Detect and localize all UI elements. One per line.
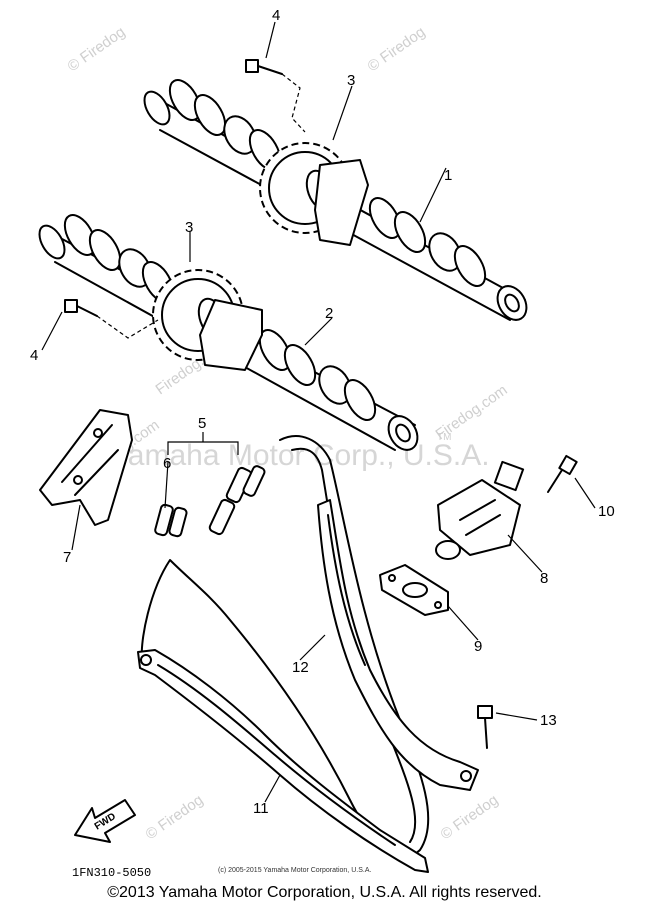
chain-guide-long	[137, 649, 429, 873]
callout-numbers: 1 2 3 3 4 4 5 6 7 8 9 10 11 12 13	[30, 7, 615, 817]
callout-3-upper: 3	[347, 72, 355, 89]
watermark-firedog-bottomright: © Firedog	[438, 791, 502, 843]
watermark-firedog-topright: © Firedog	[365, 23, 429, 75]
chain-link-6	[154, 503, 188, 538]
callout-1: 1	[444, 167, 452, 184]
callout-11: 11	[253, 800, 269, 817]
tensioner-bolt	[547, 454, 578, 493]
watermark-tm: TM	[437, 432, 451, 443]
inner-copyright: (c) 2005-2015 Yamaha Motor Corporation, …	[218, 867, 372, 874]
fwd-arrow: FWD	[74, 799, 136, 843]
cam-chain	[140, 435, 430, 857]
callout-7: 7	[63, 549, 71, 566]
chain-guide-rear	[317, 499, 479, 791]
callout-4-lower: 4	[30, 347, 38, 364]
tensioner-gasket	[379, 564, 449, 616]
callout-2: 2	[325, 305, 333, 322]
camshaft-upper	[143, 79, 528, 321]
callout-9: 9	[474, 638, 482, 655]
callout-8: 8	[540, 570, 548, 587]
guide-bolt	[477, 705, 493, 749]
watermark-firedog-bottomleft: © Firedog	[143, 791, 207, 843]
callout-6: 6	[163, 455, 171, 472]
diagram-code: 1FN310-5050	[72, 866, 152, 880]
bracket-5	[167, 432, 239, 455]
cam-sprocket-upper	[259, 142, 369, 246]
watermark-yamaha: Yamaha Motor Corp., U.S.A.	[110, 439, 490, 472]
callout-3-lower: 3	[185, 219, 193, 236]
chain-guide-top	[39, 409, 133, 526]
callout-10: 10	[598, 503, 615, 520]
callout-5: 5	[198, 415, 206, 432]
chain-tensioner	[435, 460, 525, 560]
callout-4-upper: 4	[272, 7, 280, 24]
callout-13: 13	[540, 712, 557, 729]
bolt-upper	[245, 59, 306, 133]
cam-sprocket-lower	[152, 269, 263, 371]
footer-copyright: ©2013 Yamaha Motor Corporation, U.S.A. A…	[107, 884, 542, 901]
callout-12: 12	[292, 659, 309, 676]
chain-link-5	[208, 465, 266, 536]
leader-lines	[41, 21, 596, 803]
watermark-firedog-topleft: © Firedog	[65, 23, 129, 75]
bolt-lower	[64, 299, 159, 339]
